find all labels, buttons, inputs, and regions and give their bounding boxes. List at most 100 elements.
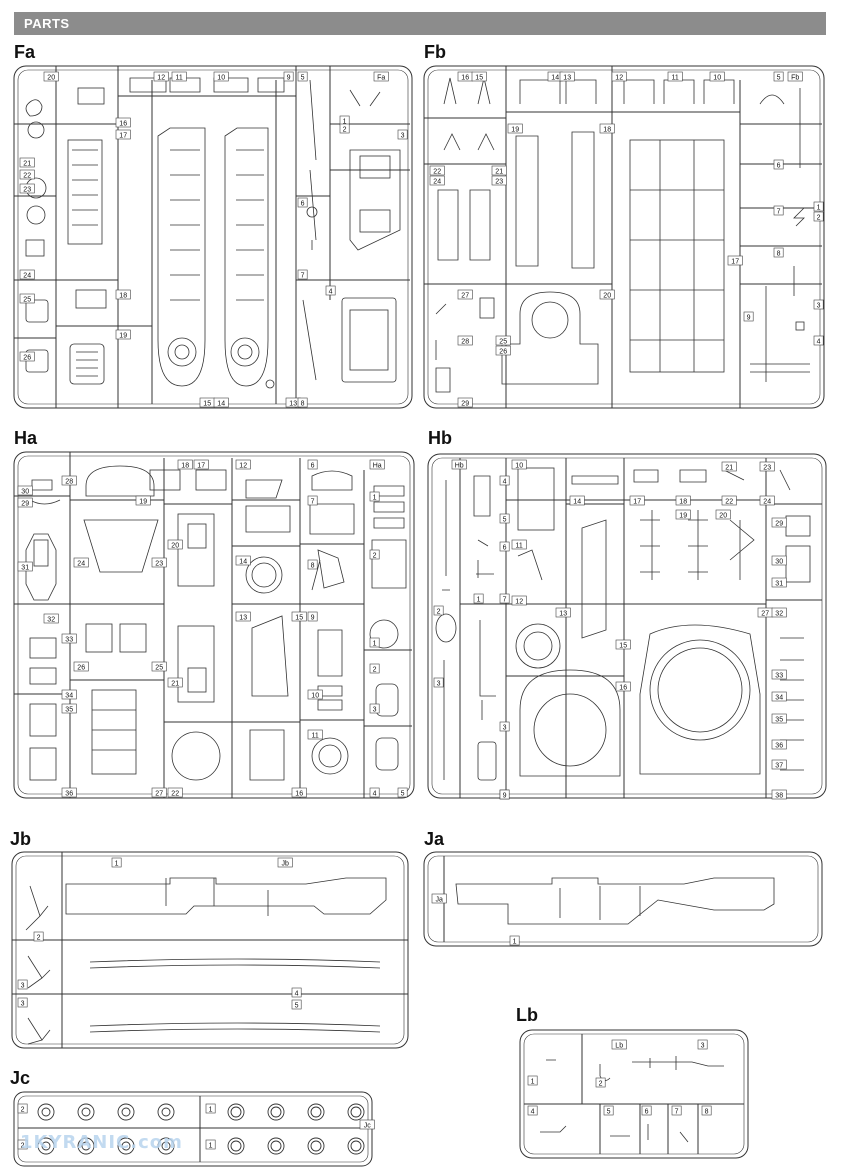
part-number-box	[115, 117, 131, 128]
part-number-box	[771, 555, 787, 566]
part-number: 3	[401, 132, 405, 139]
part-number: 7	[311, 498, 315, 505]
part-number-box	[771, 577, 787, 588]
part-number: 25	[499, 338, 507, 345]
part-number-box	[615, 639, 631, 650]
part-number: 8	[777, 250, 781, 257]
part-number: 5	[607, 1108, 611, 1115]
part-number: 24	[433, 178, 441, 185]
parts-banner: PARTS	[14, 12, 826, 35]
part-number: 9	[503, 792, 507, 799]
part-number-box	[213, 397, 229, 408]
part-number: 3	[437, 680, 441, 687]
part-number-box	[19, 157, 35, 168]
part-number-box	[611, 71, 627, 82]
part-number: 22	[171, 790, 179, 797]
part-number: 22	[725, 498, 733, 505]
part-number: 4	[503, 478, 507, 485]
part-number: 27	[761, 610, 769, 617]
part-number-box	[813, 299, 824, 310]
part-number: 19	[679, 512, 687, 519]
part-number-box	[205, 1139, 216, 1150]
part-number-box	[721, 461, 737, 472]
part-number: 29	[461, 400, 469, 407]
part-number: 2	[343, 126, 347, 133]
part-number-box	[135, 495, 151, 506]
part-number-box	[675, 509, 691, 520]
sprue-hb-frame	[427, 453, 827, 799]
part-number-box	[297, 397, 308, 408]
part-number: 20	[171, 542, 179, 549]
part-number: 12	[515, 598, 523, 605]
part-number: 9	[287, 74, 291, 81]
part-number: 31	[21, 564, 29, 571]
part-number-box	[167, 787, 183, 798]
part-number: 17	[633, 498, 641, 505]
part-number: 5	[295, 1002, 299, 1009]
part-number: Lb	[615, 1042, 623, 1049]
part-number-box	[369, 491, 380, 502]
part-number: 1	[513, 938, 517, 945]
part-number-box	[213, 71, 229, 82]
part-number-box	[697, 1039, 708, 1050]
part-number-box	[511, 595, 527, 606]
part-number: 18	[119, 292, 127, 299]
part-number: 19	[511, 126, 519, 133]
part-number: 14	[573, 498, 581, 505]
part-number-box	[111, 857, 122, 868]
part-number: 26	[499, 348, 507, 355]
part-number-box	[325, 285, 336, 296]
part-number: 28	[65, 478, 73, 485]
part-number-box	[277, 857, 293, 868]
part-number-box	[611, 1039, 627, 1050]
part-number: 8	[705, 1108, 709, 1115]
sprue-ja-frame	[423, 851, 823, 947]
part-number-box	[773, 71, 784, 82]
part-number: 6	[503, 544, 507, 551]
part-number: 25	[155, 664, 163, 671]
part-number: 35	[775, 716, 783, 723]
part-number-box	[369, 663, 380, 674]
part-number: 2	[21, 1106, 25, 1113]
part-number-box	[151, 661, 167, 672]
part-number-box	[499, 541, 510, 552]
part-number: 34	[775, 694, 783, 701]
part-number-box	[43, 613, 59, 624]
part-number-box	[369, 637, 380, 648]
part-number: Jc	[364, 1122, 372, 1129]
part-number-box	[61, 633, 77, 644]
part-number: 29	[775, 520, 783, 527]
part-number-box	[433, 677, 444, 688]
part-number: 10	[311, 692, 319, 699]
part-number: 30	[775, 558, 783, 565]
sprue-label-jb: Jb	[10, 829, 32, 849]
part-number: 7	[777, 208, 781, 215]
part-number: 1	[343, 118, 347, 125]
part-number: 15	[619, 642, 627, 649]
part-number: 4	[531, 1108, 535, 1115]
part-number-box	[429, 175, 445, 186]
part-number: 16	[619, 684, 627, 691]
part-number: 1	[373, 640, 377, 647]
part-number: 12	[157, 74, 165, 81]
part-number-box	[495, 335, 511, 346]
sprue-jc-parts	[37, 1103, 365, 1155]
part-number: 7	[301, 272, 305, 279]
part-number-box	[641, 1105, 652, 1116]
part-number: 17	[197, 462, 205, 469]
part-number-box	[17, 1139, 28, 1150]
part-number: 8	[311, 562, 315, 569]
part-number: 7	[675, 1108, 679, 1115]
part-number-box	[291, 611, 307, 622]
part-number: 5	[301, 74, 305, 81]
part-number-box	[307, 459, 318, 470]
part-number: 15	[203, 400, 211, 407]
part-number: 8	[301, 400, 305, 407]
part-number: 7	[503, 596, 507, 603]
part-number: 18	[181, 462, 189, 469]
part-number: 13	[559, 610, 567, 617]
part-number: 26	[23, 354, 31, 361]
part-number-box	[43, 71, 59, 82]
sprue-jb-frame	[11, 851, 409, 1049]
